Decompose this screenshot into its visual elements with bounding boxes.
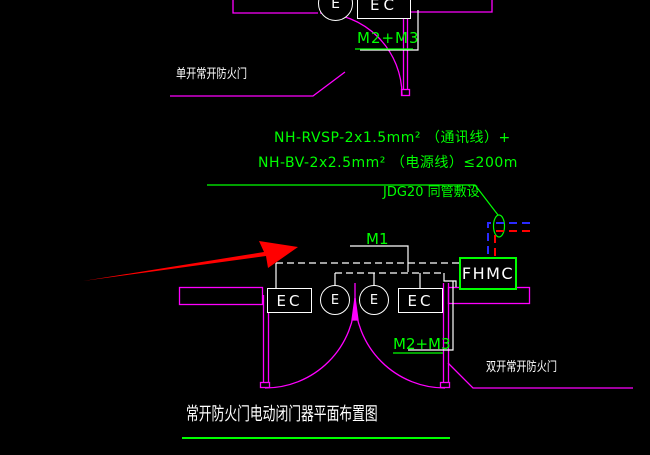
top-label-leader-line: [170, 71, 346, 97]
top-door-leaf-foot: [400, 88, 411, 97]
bottom-wall-left: [178, 286, 264, 306]
right-door-leaf: [442, 283, 450, 383]
closer-symbol-top-letter: E: [331, 0, 340, 12]
bottom-door-frame-line: [408, 281, 454, 351]
closer-stems: [334, 273, 375, 286]
top-door-frame-line: [360, 10, 419, 51]
red-pointer-arrow-icon: [83, 241, 298, 281]
fhmc-connection-step: [443, 273, 457, 287]
closer-symbol-left-letter: E: [330, 292, 340, 308]
right-door-leaf-foot: [439, 381, 451, 389]
cable-spec-line2: NH-BV-2x2.5mm² （电源线）≤200m: [258, 155, 518, 171]
closer-symbol-right: E: [359, 285, 389, 315]
white-linework: [275, 10, 460, 351]
m1-door-label: M1: [366, 230, 389, 248]
top-wall-left: [232, 0, 318, 14]
fhmc-controller-box: FHMC: [459, 257, 517, 290]
fhmc-controller-label: FHMC: [461, 264, 515, 283]
same-conduit-loop: [492, 214, 506, 238]
right-door-swing-arc: [354, 297, 446, 389]
ec-box-right-label: EC: [407, 291, 434, 310]
m2m3-top-label: M2+M3: [357, 29, 420, 47]
left-door-leaf-foot: [259, 381, 271, 389]
ec-box-left-label: EC: [276, 291, 303, 310]
drawing-title: 常开防火门电动闭门器平面布置图: [186, 404, 378, 425]
top-door-swing-arc: [319, 12, 403, 96]
ec-box-right: EC: [398, 288, 443, 313]
closer-symbol-left: E: [320, 285, 350, 315]
m1-leader-bracket: [350, 245, 409, 272]
ec-box-top-label: EC: [370, 0, 398, 14]
double-door-label: 双开常开防火门: [486, 360, 557, 375]
left-door-swing-arc: [264, 297, 356, 389]
power-wire-red: [494, 230, 530, 258]
cable-spec-line1: NH-RVSP-2x1.5mm² （通讯线）+: [274, 130, 511, 146]
green-annotation-lines: [182, 48, 506, 439]
m2m3-bottom-label: M2+M3: [393, 335, 451, 353]
signal-wire-blue: [487, 222, 530, 258]
closer-symbol-right-letter: E: [369, 292, 379, 308]
cable-note-leader-line: [207, 184, 499, 216]
top-wall-right: [408, 0, 493, 13]
ec-box-top: EC: [357, 0, 411, 19]
single-door-label: 单开常开防火门: [176, 67, 247, 82]
ec-box-left: EC: [267, 288, 312, 313]
conduit-note-label: JDG20 同管敷设: [383, 185, 480, 200]
bottom-label-leader-line: [447, 362, 633, 389]
